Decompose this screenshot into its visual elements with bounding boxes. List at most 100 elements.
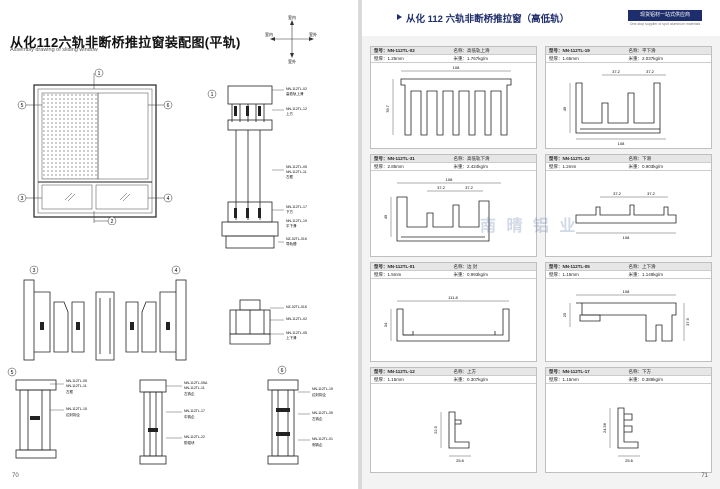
- card-name: 名称：上下滑: [628, 264, 656, 269]
- dim-1: 37.2: [437, 185, 446, 190]
- dim-0: 108: [623, 289, 630, 294]
- compass-down: 室外: [288, 58, 296, 64]
- s2-label-3: NN-112TL-17: [286, 205, 307, 209]
- dim-0: 108: [446, 177, 453, 182]
- profile-drawing: 24.56 25.6: [602, 407, 640, 463]
- dim-2: 108: [623, 235, 630, 240]
- callout-6: 6: [167, 103, 170, 109]
- compass-up: 室内: [288, 14, 296, 20]
- card-thickness: 壁厚：1.2mm: [549, 164, 577, 169]
- supplier-badge-subtitle: One-stop supplier of spot aluminum mater…: [629, 22, 701, 26]
- dim-1: 25.6: [625, 458, 634, 463]
- right-page: 从化 112 六轨非断桥推拉窗（高低轨） 现货铝材一站式供应商 One-stop…: [362, 0, 720, 489]
- card-thickness: 壁厚：1.65mm: [549, 56, 579, 61]
- s2-label-7: NZ-02TL-01K: [286, 237, 308, 241]
- compass-left: 室内: [265, 31, 273, 37]
- s2-label-2: 左框: [286, 174, 294, 179]
- card-weight: 米重：0.993kg/m: [453, 272, 489, 277]
- dim-0: 24.56: [602, 422, 607, 433]
- s6-label-3: 左钩企: [312, 416, 323, 421]
- card-model: 型号：NN-112TL-01: [374, 264, 415, 269]
- s2-label-4: 下方: [286, 209, 294, 214]
- dim-0: 37.2: [612, 69, 621, 74]
- card-name: 名称：上方: [453, 369, 477, 374]
- card-name: 名称：边 封: [453, 264, 478, 269]
- profile-drawing: 108 78.7: [385, 65, 512, 136]
- card-weight: 米重：2.424kg/m: [453, 164, 489, 169]
- right-header: 从化 112 六轨非断桥推拉窗（高低轨） 现货铝材一站式供应商 One-stop…: [362, 0, 720, 36]
- s4-label-2: 左钩企: [184, 391, 195, 396]
- dim-0: 111.8: [448, 295, 458, 300]
- s5-label-0: NN-112TL-05: [66, 379, 87, 383]
- callout-3: 3: [21, 196, 24, 202]
- s3-label-3: 上下滑: [286, 335, 297, 340]
- dim-2: 49: [562, 106, 567, 111]
- profile-card-nn-112tl-05: 型号：NN-112TL-05 名称：上下滑 壁厚：1.15mm 米重：1.149kg…: [545, 262, 712, 362]
- dim-3: 108: [618, 141, 625, 146]
- card-thickness: 壁厚：1.15mm: [374, 377, 404, 382]
- s3-label-0: NZ-02TL-01K: [286, 305, 308, 309]
- card-model: 型号：NN-112TL-02: [374, 48, 415, 53]
- callout-5: 5: [21, 103, 24, 109]
- page-title: 从化112六轨非断桥推拉窗装配图(平轨): [10, 35, 241, 50]
- profile-drawing: 22.5 25.6: [433, 411, 471, 463]
- profile-drawing: 108 25 37.9: [562, 289, 690, 342]
- card-name: 名称：平下滑: [628, 48, 656, 53]
- s1-label-1: 高低轨上滑: [286, 91, 304, 96]
- section-6-assembly: 6 NN-112TL-15 边封钩企 NN-112TL-05 左钩企 NN-11…: [267, 365, 333, 465]
- interlock-assembly: NN-112TL-05A NN-112TL-11 左钩企 NN-112TL-17…: [139, 379, 208, 465]
- card-model: 型号：NN-112TL-12: [374, 369, 415, 374]
- card-thickness: 壁厚：1.15mm: [549, 272, 579, 277]
- title-arrow-icon: [397, 14, 402, 20]
- compass-right: 室外: [309, 31, 317, 37]
- s4-label-4: 中钩企: [184, 414, 195, 419]
- watermark: 南 晴 铝 业: [480, 218, 579, 235]
- page-number-right: 71: [701, 473, 708, 479]
- card-weight: 米重：0.903kg/m: [628, 164, 664, 169]
- page-number-left: 70: [12, 473, 19, 479]
- profile-card-nn-112tl-12: 型号：NN-112TL-12 名称：上方 壁厚：1.15mm 米重：0.307kg/…: [370, 367, 537, 473]
- s2-label-5: NN-112TL-19: [286, 219, 307, 223]
- dim-1: 37.2: [646, 69, 655, 74]
- card-name: 名称：高低轨下滑: [453, 156, 490, 161]
- s5-label-3: NN-112TL-15: [66, 407, 87, 411]
- profile-drawing: 37.2 37.2 49 108: [562, 69, 666, 146]
- s1-label-3: 上方: [286, 111, 294, 116]
- dim-1: 37.2: [647, 191, 656, 196]
- card-weight: 米重：0.307kg/m: [453, 377, 489, 382]
- profile-drawing: 108 37.2 37.2 49: [383, 177, 501, 242]
- profile-drawing: 37.2 37.2 108: [575, 191, 677, 240]
- card-thickness: 壁厚：1.5mm: [374, 272, 402, 277]
- card-thickness: 壁厚：2.85mm: [374, 164, 404, 169]
- sill-profile: NZ-02TL-01K NN-112TL-02 NN-112TL-05 上下滑: [229, 299, 308, 345]
- dim-1: 78.7: [385, 104, 390, 113]
- s6-label-2: NN-112TL-05: [312, 411, 333, 415]
- section-6-number: 6: [281, 368, 284, 374]
- card-name: 名称：下滑: [628, 156, 652, 161]
- s4-label-6: 防碰块: [184, 440, 195, 445]
- card-thickness: 壁厚：1.15mm: [549, 377, 579, 382]
- callout-1: 1: [98, 71, 101, 77]
- dim-2: 37.9: [685, 317, 690, 326]
- card-weight: 米重：1.149kg/m: [628, 272, 664, 277]
- dim-2: 37.2: [465, 185, 474, 190]
- dim-1: 25: [562, 312, 567, 317]
- s2-label-0: NN-112TL-05: [286, 165, 307, 169]
- dim-1: 34: [383, 322, 388, 327]
- s4-label-0: NN-112TL-05A: [184, 381, 208, 385]
- s1-label-0: NN-112TL-02: [286, 87, 307, 91]
- section-3-number: 3: [33, 268, 36, 274]
- s4-label-3: NN-112TL-17: [184, 409, 205, 413]
- s2-label-8: 导轨槽: [286, 241, 297, 246]
- card-weight: 米重：2.037kg/m: [628, 56, 664, 61]
- profile-drawing: 111.8 34: [383, 295, 510, 342]
- card-model: 型号：NN-112TL-05: [549, 264, 590, 269]
- left-page: 从化112六轨非断桥推拉窗装配图(平轨) Assembly drawing of…: [0, 0, 358, 489]
- supplier-badge: 现货铝材一站式供应商: [628, 10, 702, 21]
- dim-0: 37.2: [613, 191, 622, 196]
